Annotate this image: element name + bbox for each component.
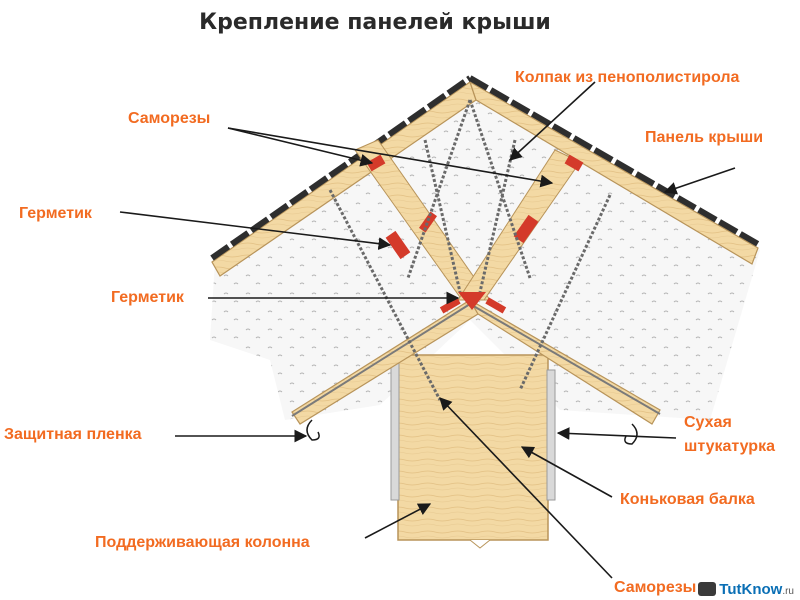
label-screws-bottom: Саморезы [614,579,697,596]
leader-arrows [119,81,736,579]
label-screws-top: Саморезы [128,110,211,127]
label-dry-plaster-1: Сухая [684,414,732,431]
protective-film-left [291,303,471,417]
label-support-column: Поддерживающая колонна [95,534,310,551]
dry-plaster-left [390,359,400,501]
label-protective-film: Защитная пленка [4,426,142,443]
label-sealant-2: Герметик [111,289,184,306]
label-foam-cap: Колпак из пенополистирола [515,69,740,86]
support-column [397,354,549,541]
site-watermark: TutKnow.ru [698,581,794,598]
film-hook-left [306,419,320,441]
dry-plaster-right [546,369,556,501]
plaster-hook-right [624,423,638,445]
protective-film-right [469,303,661,415]
label-ridge-beam: Коньковая балка [620,491,755,508]
screws [328,99,612,401]
foam-body [210,84,760,420]
diagram-title: Крепление панелей крыши [199,10,551,35]
label-sealant-1: Герметик [19,205,92,222]
label-roof-panel: Панель крыши [645,129,764,146]
roof-panel-right [468,80,759,265]
watermark-logo-icon [698,582,717,596]
label-dry-plaster-2: штукатурка [684,438,775,455]
